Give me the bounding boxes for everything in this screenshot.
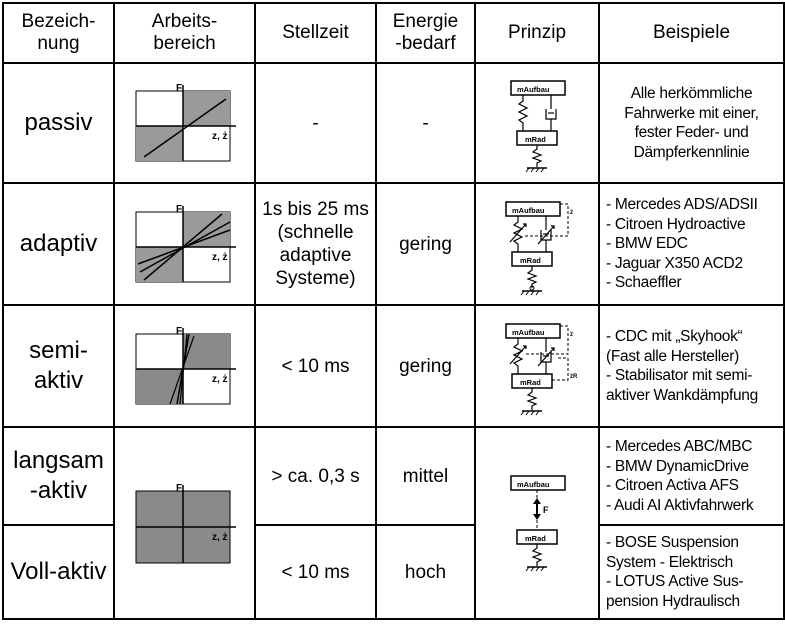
row-name-semiaktiv: semi- aktiv (2, 304, 115, 428)
work-range-semiaktiv: F z, ż (113, 304, 256, 428)
energie-passiv: - (375, 62, 476, 184)
body-mass-label: mAufbau (512, 328, 545, 337)
travel-axis-label: z, ż (212, 374, 228, 385)
principle-active: mAufbau F mRad (474, 426, 600, 620)
sensor-label: z̈ (570, 210, 573, 216)
energie-adaptiv: gering (375, 182, 476, 306)
energie-voll-aktiv: hoch (375, 524, 476, 620)
principle-diagram-adaptiv: mAufbau z̈ mRad (505, 201, 573, 296)
travel-axis-label: z, ż (212, 131, 228, 142)
examples-passiv: Alle herkömmliche Fahrwerke mit einer, f… (598, 62, 785, 184)
wheel-mass-label: mRad (520, 378, 541, 387)
work-range-adaptiv: F z, ż (113, 182, 256, 306)
stellzeit-semiaktiv: < 10 ms (254, 304, 377, 428)
principle-diagram-passiv: mAufbau mRad (510, 80, 566, 173)
row-name-passiv: passiv (2, 62, 115, 184)
row-name-voll-aktiv: Voll-aktiv (2, 524, 115, 620)
header-row: Bezeich-nung Arbeits-bereich Stellzeit E… (2, 2, 785, 64)
travel-axis-label: z, ż (212, 532, 228, 543)
header-prinzip: Prinzip (474, 2, 600, 64)
examples-voll-aktiv: - BOSE Suspension System - Elektrisch - … (598, 524, 785, 620)
force-axis-label: F (176, 326, 182, 337)
examples-langsam-aktiv: - Mercedes ABC/MBC - BMW DynamicDrive - … (598, 426, 785, 526)
travel-axis-label: z, ż (212, 252, 228, 263)
header-beispiele: Beispiele (598, 2, 785, 64)
work-range-diagram-semiaktiv: F z, ż (135, 326, 236, 405)
examples-semiaktiv: - CDC mit „Skyhook“ (Fast alle Herstelle… (598, 304, 785, 428)
principle-adaptiv: mAufbau z̈ mRad (474, 182, 600, 306)
row-passiv: passiv F z, ż - - mAufbau (2, 62, 785, 184)
wheel-mass-label: mRad (525, 135, 546, 144)
principle-passiv: mAufbau mRad (474, 62, 600, 184)
sensor-label-body: z̈ (570, 332, 573, 338)
actuator-force-label: F (543, 505, 549, 515)
force-axis-label: F (176, 204, 182, 215)
examples-adaptiv: - Mercedes ADS/ADSII - Citroen Hydroacti… (598, 182, 785, 306)
row-semiaktiv: semi- aktiv F z, ż < 10 ms gering mAufba (2, 304, 785, 428)
wheel-mass-label: mRad (525, 534, 546, 543)
stellzeit-adaptiv: 1s bis 25 ms (schnelle adaptive Systeme) (254, 182, 377, 306)
energie-semiaktiv: gering (375, 304, 476, 428)
work-range-diagram-active: F z, ż (135, 483, 236, 564)
principle-diagram-active: mAufbau F mRad (510, 475, 566, 572)
work-range-active: F z, ż (113, 426, 256, 620)
header-arbeitsbereich: Arbeits-bereich (113, 2, 256, 64)
row-voll-aktiv: Voll-aktiv < 10 ms hoch - BOSE Suspensio… (2, 524, 785, 620)
stellzeit-passiv: - (254, 62, 377, 184)
work-range-passiv: F z, ż (113, 62, 256, 184)
header-bezeichnung: Bezeich-nung (2, 2, 115, 64)
wheel-mass-label: mRad (520, 256, 541, 265)
body-mass-label: mAufbau (517, 85, 550, 94)
body-mass-label: mAufbau (517, 480, 550, 489)
row-name-langsam-aktiv: langsam -aktiv (2, 426, 115, 526)
sensor-label-wheel: z̈R (570, 374, 578, 380)
work-range-diagram-adaptiv: F z, ż (135, 204, 236, 283)
principle-diagram-semiaktiv: mAufbau z̈ z̈R mRad (505, 323, 578, 416)
row-adaptiv: adaptiv F z, ż 1s bis 25 ms (schnelle ad… (2, 182, 785, 306)
body-mass-label: mAufbau (512, 206, 545, 215)
stellzeit-voll-aktiv: < 10 ms (254, 524, 377, 620)
force-axis-label: F (176, 83, 182, 94)
row-name-adaptiv: adaptiv (2, 182, 115, 306)
header-energiebedarf: Energie-bedarf (375, 2, 476, 64)
work-range-diagram-passiv: F z, ż (135, 83, 236, 162)
principle-semiaktiv: mAufbau z̈ z̈R mRad (474, 304, 600, 428)
header-stellzeit: Stellzeit (254, 2, 377, 64)
stellzeit-langsam-aktiv: > ca. 0,3 s (254, 426, 377, 526)
energie-langsam-aktiv: mittel (375, 426, 476, 526)
row-langsam-aktiv: langsam -aktiv F z, ż > ca. 0,3 s mittel… (2, 426, 785, 620)
force-axis-label: F (176, 483, 182, 494)
